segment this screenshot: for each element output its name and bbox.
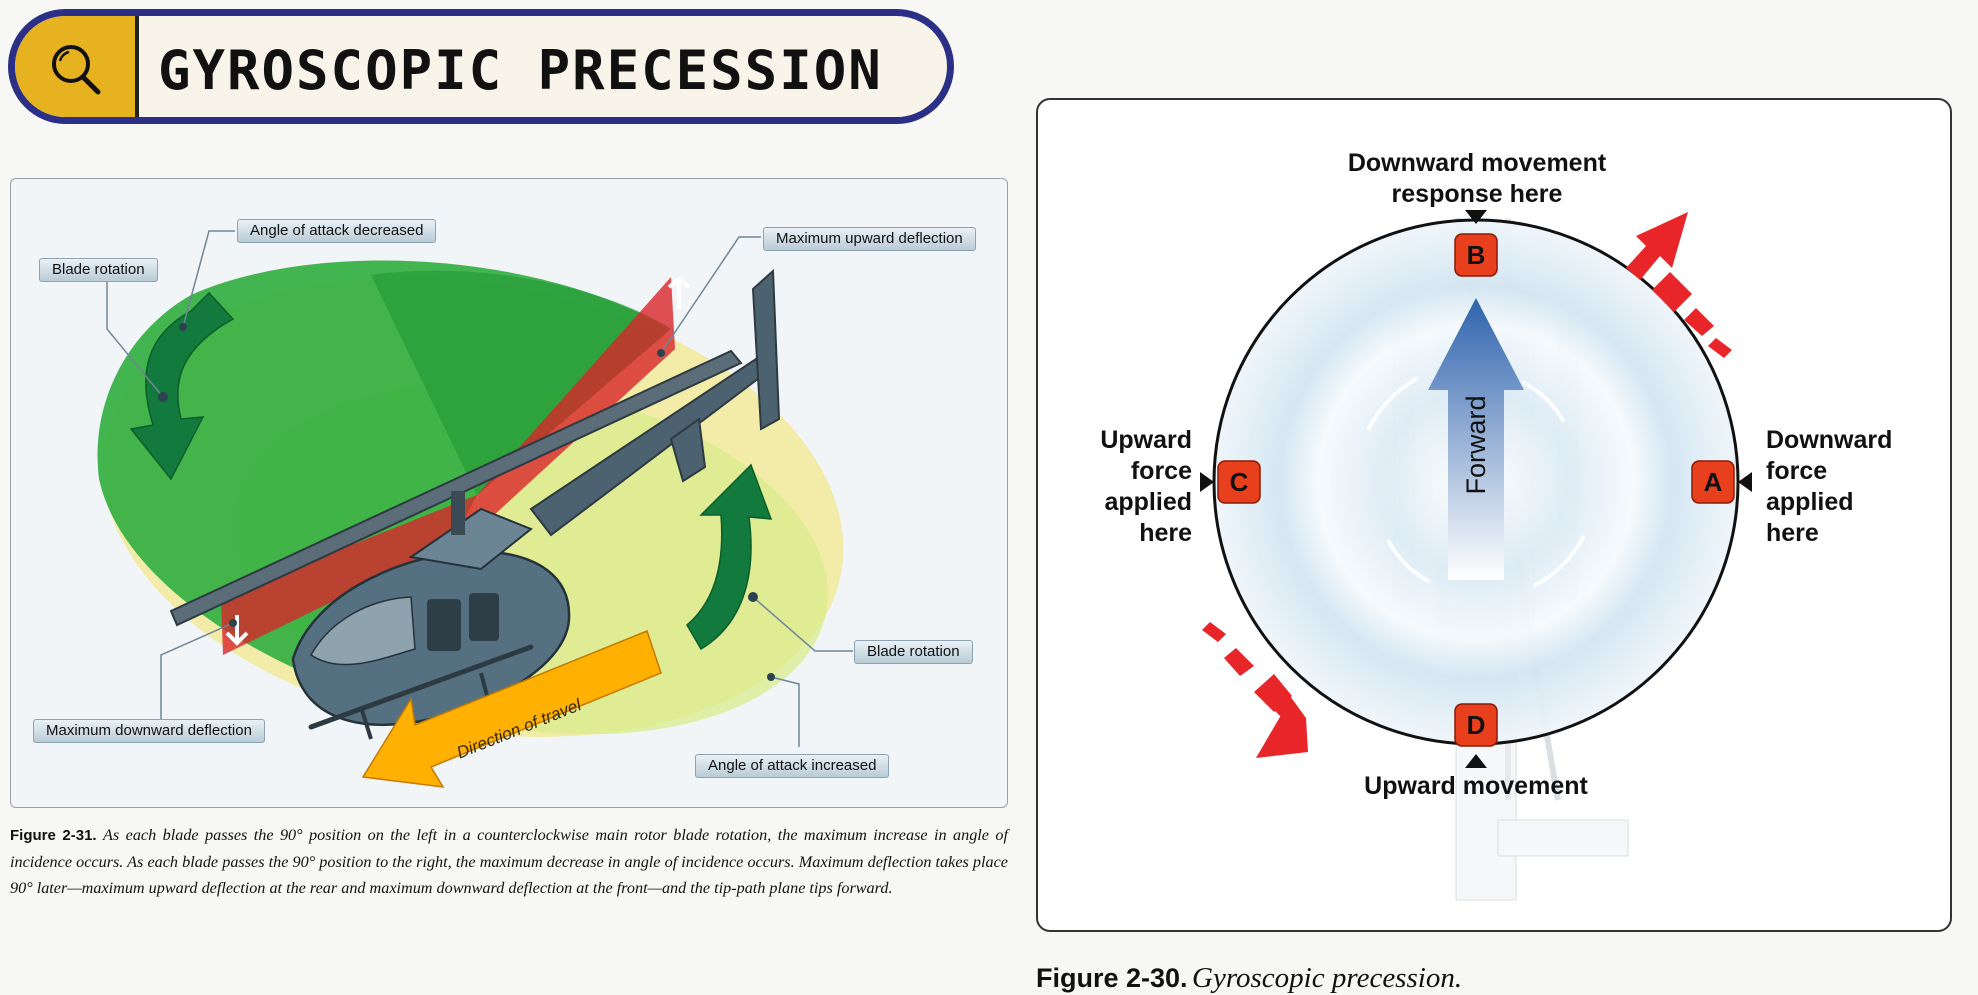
marker-c-label: C	[1230, 467, 1249, 497]
label-bottom: Upward movement	[1364, 772, 1588, 800]
callout-angle-decreased: Angle of attack decreased	[237, 219, 437, 243]
marker-b-label: B	[1467, 240, 1486, 270]
downward-deflection-plane	[221, 495, 481, 655]
marker-b	[1454, 233, 1498, 277]
caption-text-right: Gyroscopic precession.	[1192, 962, 1463, 994]
figure-2-31-caption: Figure 2-31. As each blade passes the 90…	[10, 822, 1008, 901]
downward-deflection-arrow-icon	[225, 615, 249, 646]
marker-c	[1217, 460, 1261, 504]
page-title: GYROSCOPIC PRECESSION	[158, 39, 883, 102]
caption-text: As each blade passes the 90° position on…	[10, 826, 1008, 897]
marker-a-label: A	[1704, 467, 1723, 497]
title-banner: GYROSCOPIC PRECESSION	[8, 9, 954, 124]
callout-angle-increased: Angle of attack increased	[695, 754, 890, 778]
label-left: Upward force applied here	[1100, 426, 1192, 547]
point-markers: B D C A	[1217, 233, 1735, 747]
marker-a	[1691, 460, 1735, 504]
rotation-arrow-top-right-icon	[1626, 212, 1732, 358]
banner-icon-box	[15, 16, 139, 117]
direction-of-travel-arrow-icon	[361, 630, 662, 788]
label-top: Downward movement response here	[1347, 149, 1607, 208]
blade-rotation-arrow-right-icon	[686, 463, 773, 651]
figure-2-30-caption: Figure 2-30. Gyroscopic precession.	[1036, 962, 1462, 995]
rotor-blade	[169, 349, 743, 627]
stabilizer	[669, 417, 707, 483]
callout-max-upward: Maximum upward deflection	[763, 227, 976, 251]
caption-figure-number-right: Figure 2-30.	[1036, 963, 1188, 993]
figure-2-31-panel: Direction of travel Angle of attack decr…	[10, 178, 1008, 808]
callout-blade-rotation-left: Blade rotation	[39, 258, 158, 282]
caption-figure-number: Figure 2-31.	[10, 827, 97, 844]
precession-diagram: Forward B D C	[1200, 210, 1752, 901]
figure-2-30-panel: Forward B D C	[1036, 98, 1952, 932]
label-right: Downward force applied here	[1766, 426, 1893, 547]
callout-max-downward: Maximum downward deflection	[33, 719, 265, 743]
rotor-disk-illustration: Direction of travel	[97, 230, 853, 788]
callout-leaders	[106, 230, 853, 747]
rotation-arrow-bottom-left-icon	[1202, 622, 1308, 758]
blade-rotation-arrow-left-icon	[129, 291, 235, 481]
upward-deflection-arrow-icon	[667, 276, 691, 309]
position-pointers	[1200, 210, 1752, 768]
marker-d-label: D	[1467, 710, 1486, 740]
forward-arrow-icon	[1428, 298, 1524, 580]
magnifier-icon	[52, 45, 101, 95]
tail-fin	[751, 268, 781, 431]
marker-d	[1454, 703, 1498, 747]
forward-label: Forward	[1461, 395, 1491, 494]
callout-blade-rotation-right: Blade rotation	[854, 640, 973, 664]
upward-deflection-plane	[477, 277, 675, 527]
